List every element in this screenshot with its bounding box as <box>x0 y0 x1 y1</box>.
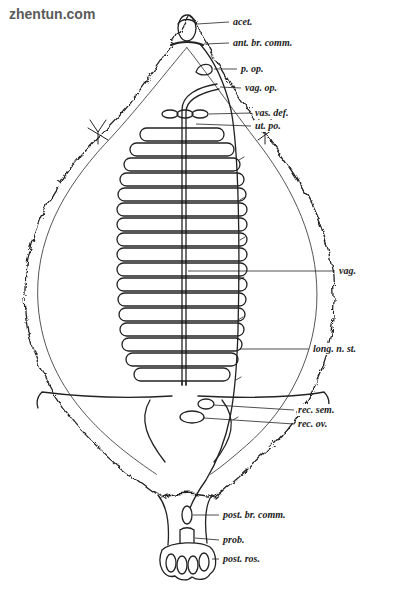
leader-line <box>193 515 219 516</box>
rosette-lobe <box>188 556 198 574</box>
acetabulum-rim <box>178 20 196 25</box>
leader-line <box>214 69 237 70</box>
part-label: vag. op. <box>244 82 278 94</box>
part-label: rec. ov. <box>297 418 328 430</box>
watermark: zhentun.com <box>8 6 96 22</box>
acetabulum <box>178 15 196 41</box>
part-label: post. ros. <box>222 553 261 565</box>
part-label: vas. def. <box>254 107 290 119</box>
part-label: long. n. st. <box>312 343 357 355</box>
part-label: ut. po. <box>254 120 282 132</box>
transverse-vessel <box>37 392 329 408</box>
rosette-lobe <box>166 554 176 572</box>
leader-line <box>240 349 309 350</box>
inner-margin <box>38 47 317 474</box>
leader-line <box>220 87 241 88</box>
leader-line <box>188 271 335 272</box>
y-mark <box>88 120 108 144</box>
proboscis <box>180 528 194 544</box>
penis-opening <box>196 64 212 75</box>
leader-line <box>204 418 294 424</box>
body-drawing <box>22 12 332 580</box>
part-label: vag. <box>338 265 357 277</box>
posterior-rosette <box>160 543 216 580</box>
nerve-spines <box>233 157 245 420</box>
coil <box>177 110 193 118</box>
rosette-lobe <box>199 553 209 571</box>
body-outline <box>22 12 332 495</box>
leader-line <box>196 124 251 126</box>
part-label: acet. <box>232 16 253 28</box>
part-label: rec. sem. <box>297 404 335 416</box>
part-label: post. br. comm. <box>222 509 287 521</box>
neck <box>158 495 212 545</box>
part-label: prob. <box>222 534 245 546</box>
anterior-commissure <box>171 42 203 45</box>
coil <box>192 110 208 118</box>
leader-lines <box>188 22 335 559</box>
rosette-lobe <box>177 556 187 574</box>
leader-line <box>195 538 219 540</box>
ovary-receptacle <box>180 411 204 423</box>
vaginal-duct-overlay <box>182 128 186 385</box>
leader-line <box>209 113 251 114</box>
part-label: ant. br. comm. <box>232 37 293 49</box>
vas-deferens-coils <box>162 110 208 118</box>
posterior-commissure <box>182 506 192 524</box>
leader-line <box>197 22 229 24</box>
part-label: p. op. <box>240 63 265 75</box>
posterior-organ <box>145 400 232 462</box>
leader-line <box>214 405 294 410</box>
coil <box>162 110 178 118</box>
leader-line <box>212 559 219 560</box>
seminal-receptacle <box>198 399 214 409</box>
leader-line <box>204 43 229 44</box>
